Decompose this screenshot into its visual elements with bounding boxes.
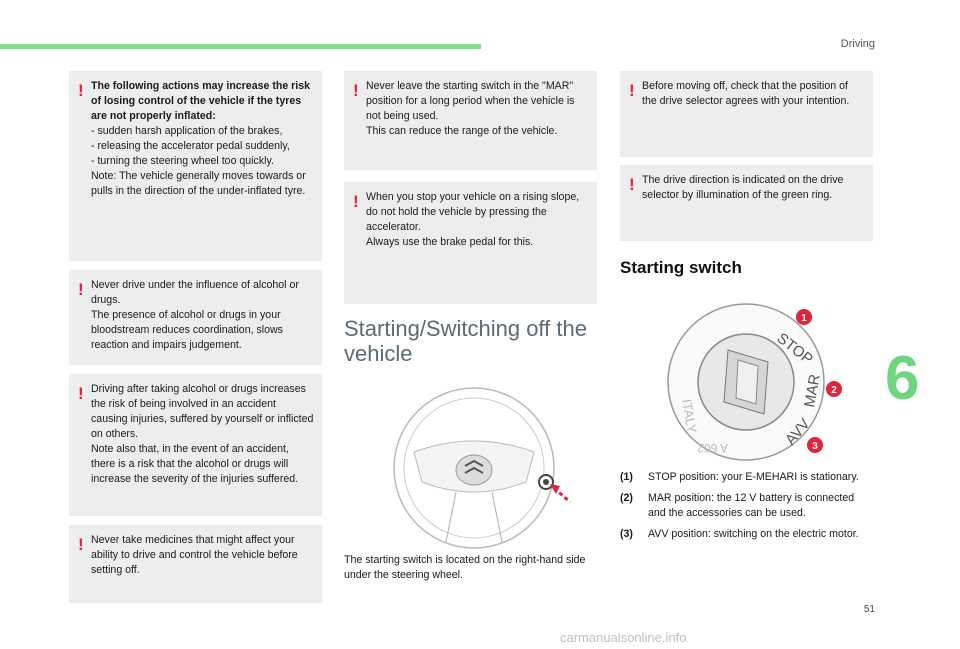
legend-text: MAR position: the 12 V battery is connec…	[648, 492, 855, 519]
code-label: A 602	[697, 441, 728, 455]
legend-number: (1)	[620, 471, 633, 483]
section-title: Driving	[840, 38, 875, 50]
steering-wheel-illustration	[393, 387, 571, 549]
warning-icon: !	[629, 81, 635, 100]
section-heading-switch: Starting switch	[620, 258, 742, 277]
warning-icon: !	[629, 175, 635, 194]
warning-box-tyres: ! The following actions may increase the…	[69, 71, 322, 261]
paragraph: Driving after taking alcohol or drugs in…	[91, 383, 314, 440]
warning-box-accident: ! Driving after taking alcohol or drugs …	[69, 374, 322, 516]
legend-text: STOP position: your E-MEHARI is stationa…	[648, 471, 859, 483]
chapter-number: 6	[885, 344, 920, 413]
paragraph: Before moving off, check that the positi…	[642, 80, 850, 107]
callout-marker	[796, 309, 812, 325]
switch-positions-legend: (1) STOP position: your E-MEHARI is stat…	[620, 470, 872, 548]
list-item: - sudden harsh application of the brakes…	[91, 125, 283, 137]
warning-icon: !	[353, 192, 359, 211]
italy-label: ITALY	[679, 398, 700, 435]
legend-number: (3)	[620, 528, 633, 540]
legend-item: (2) MAR position: the 12 V battery is co…	[620, 491, 872, 521]
callout-marker	[807, 437, 823, 453]
mar-label: MAR	[801, 373, 824, 409]
list-item: - turning the steering wheel too quickly…	[91, 155, 274, 167]
warning-icon: !	[78, 81, 84, 100]
callout-marker	[826, 381, 842, 397]
legend-number: (2)	[620, 492, 633, 504]
paragraph: The presence of alcohol or drugs in your…	[91, 309, 283, 351]
legend-item: (1) STOP position: your E-MEHARI is stat…	[620, 470, 872, 485]
callout-number: 3	[812, 441, 818, 452]
warning-intro: The following actions may increase the r…	[91, 80, 311, 122]
warning-box-green-ring: ! The drive direction is indicated on th…	[620, 165, 873, 241]
paragraph: Never take medicines that might affect y…	[91, 534, 298, 576]
paragraph: This can reduce the range of the vehicle…	[366, 125, 558, 137]
paragraph: Note also that, in the event of an accid…	[91, 443, 299, 485]
warning-box-medicines: ! Never take medicines that might affect…	[69, 525, 322, 603]
section-heading-starting: Starting/Switching off the vehicle	[344, 316, 587, 366]
watermark: carmanualsonline.info	[560, 630, 687, 645]
paragraph: The drive direction is indicated on the …	[642, 174, 844, 201]
header-accent-bar	[0, 44, 481, 49]
warning-icon: !	[353, 81, 359, 100]
switch-location-caption: The starting switch is located on the ri…	[344, 554, 586, 581]
legend-item: (3) AVV position: switching on the elect…	[620, 527, 872, 542]
paragraph: Never leave the starting switch in the "…	[366, 80, 575, 122]
page-number: 51	[863, 604, 875, 615]
warning-icon: !	[78, 384, 84, 403]
warning-box-slope: ! When you stop your vehicle on a rising…	[344, 182, 597, 304]
paragraph: When you stop your vehicle on a rising s…	[366, 191, 580, 233]
warning-box-alcohol: ! Never drive under the influence of alc…	[69, 270, 322, 365]
list-item: - releasing the accelerator pedal sudden…	[91, 140, 290, 152]
callout-number: 2	[831, 385, 837, 396]
warning-icon: !	[78, 280, 84, 299]
callout-number: 1	[801, 313, 807, 324]
warning-box-mar: ! Never leave the starting switch in the…	[344, 71, 597, 170]
paragraph: Never drive under the influence of alcoh…	[91, 279, 299, 306]
warning-note: Note: The vehicle generally moves toward…	[91, 170, 306, 197]
warning-box-drive-selector: ! Before moving off, check that the posi…	[620, 71, 873, 157]
legend-text: AVV position: switching on the electric …	[648, 528, 859, 540]
warning-icon: !	[78, 535, 84, 554]
paragraph: Always use the brake pedal for this.	[366, 236, 534, 248]
starting-switch-illustration: STOP MAR AVV ITALY A 602 1 2 3	[667, 303, 842, 461]
